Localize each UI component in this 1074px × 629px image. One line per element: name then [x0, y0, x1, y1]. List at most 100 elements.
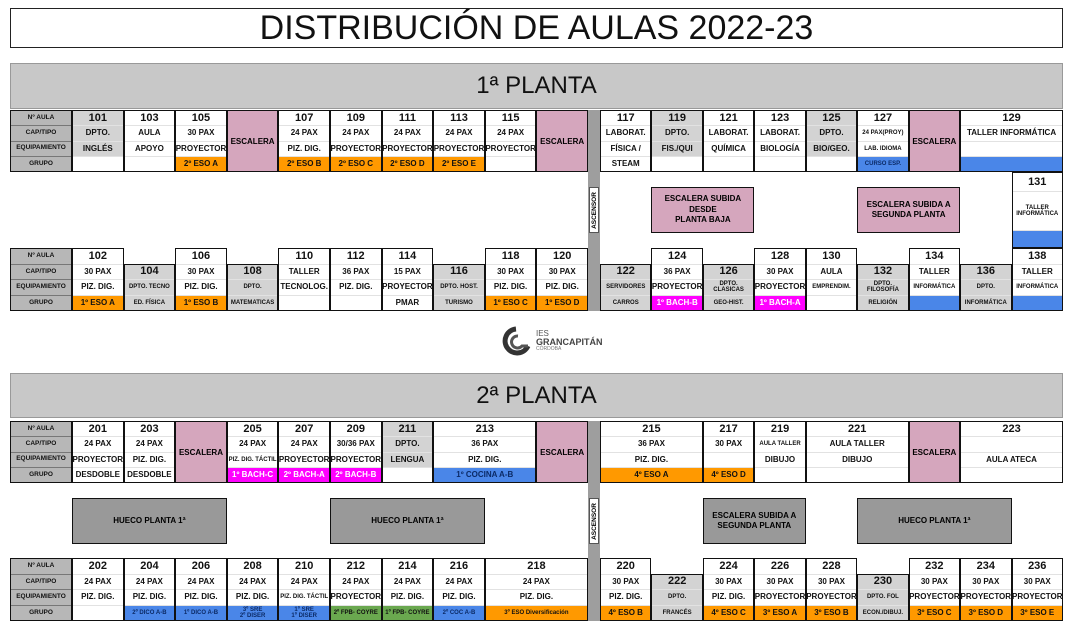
room-equipment: PROYECTOR [755, 279, 805, 295]
floor-1-void: HUECO PLANTA 1ª [72, 498, 227, 544]
room-number: 118 [501, 249, 520, 262]
room-capacity: 24 PAX [485, 125, 536, 140]
room-number: 218 [527, 559, 546, 572]
room-number: 112 [346, 249, 365, 262]
room-group [1012, 294, 1062, 310]
room-number: 130 [822, 249, 841, 262]
room-number: 128 [770, 249, 790, 262]
room-equipment: EMPRENDIM. [806, 279, 857, 295]
room-number: 205 [243, 422, 262, 435]
room-equipment: PIZ. DIG. [485, 279, 536, 295]
room-equipment: PIZ. DIG. [382, 589, 433, 605]
elevator[interactable]: ASCENSOR [589, 498, 599, 544]
row-label: CAP/TIPO [11, 263, 71, 279]
elevator[interactable]: ASCENSOR [589, 187, 599, 233]
room-number: 215 [642, 422, 661, 435]
room-group: 2º COC A-B [434, 604, 484, 620]
room-number: 222 [667, 575, 687, 588]
room-equipment: PROYECTOR [331, 140, 381, 156]
room-number: 213 [475, 422, 494, 435]
room-equipment: PIZ. DIG. TÁCTIL [227, 451, 278, 467]
room-equipment: PIZ. DIG. [434, 451, 536, 467]
room-group: 4º ESO C [703, 604, 754, 620]
room-equipment: PROYECTOR [331, 451, 381, 467]
room-capacity: 24 PAX [434, 125, 484, 140]
logo-text: IES GRANCAPITÁN CÓRDOBA [536, 330, 603, 352]
page-title: DISTRIBUCIÓN DE AULAS 2022-23 [10, 8, 1063, 48]
room-equipment [961, 140, 1062, 156]
room-group: 1º COCINA A-B [434, 466, 536, 482]
logo-line-1: IES [536, 329, 549, 338]
room-capacity: 24 PAX(PROY) [858, 125, 908, 140]
logo-line-2: GRANCAPITÁN [536, 337, 603, 347]
elevator-label: ASCENSOR [590, 502, 598, 540]
